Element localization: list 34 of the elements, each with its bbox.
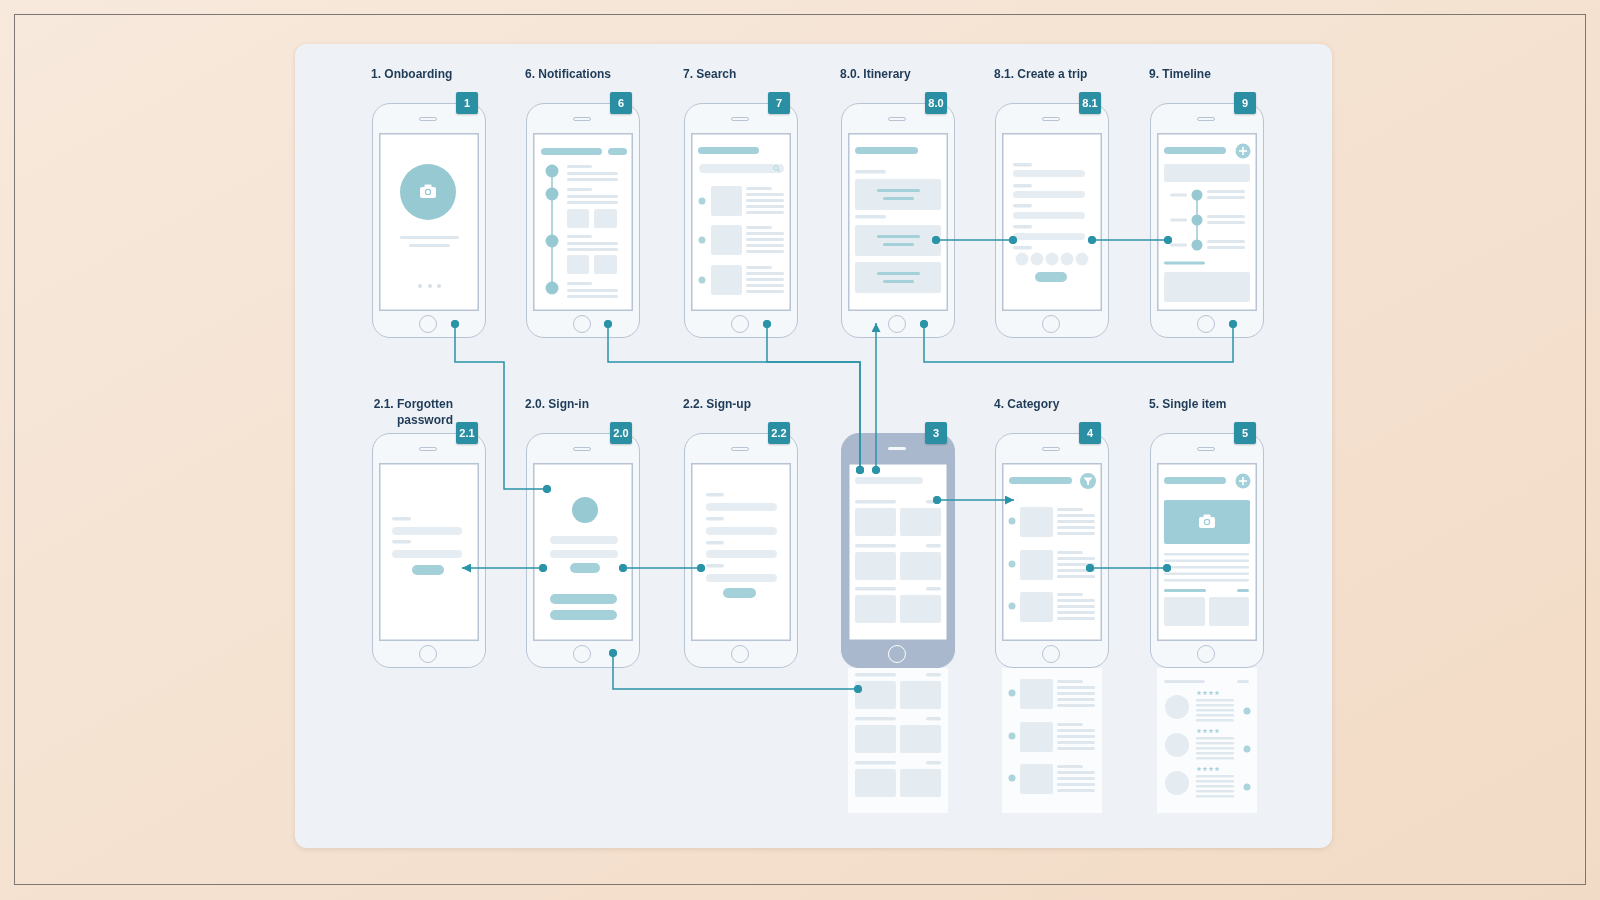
- screen-title: 4. Category: [994, 396, 1060, 412]
- screen-title: 9. Timeline: [1149, 66, 1211, 82]
- screen-title: 5. Single item: [1149, 396, 1227, 412]
- screen-number-badge: 9: [1234, 91, 1256, 114]
- screen-title: 2.0. Sign-in: [525, 396, 589, 412]
- screen-title: 1. Onboarding: [371, 66, 453, 82]
- screen-title: 8.1. Create a trip: [994, 66, 1088, 82]
- screen-title: 7. Search: [683, 66, 737, 82]
- screen-number-badge: 6: [610, 91, 632, 114]
- screen-title: 2.2. Sign-up: [683, 396, 751, 412]
- connector-line: [931, 235, 1018, 245]
- connector-line: [618, 563, 706, 573]
- screen-title: 2.1. Forgotten password: [372, 396, 453, 428]
- connector-line: [1087, 235, 1173, 245]
- connector-line: [608, 648, 863, 694]
- screen-title: 6. Notifications: [525, 66, 611, 82]
- flow-arrow: [871, 322, 881, 475]
- screen-number-badge: 3: [925, 421, 947, 444]
- screen-number-badge: 4: [1079, 421, 1101, 444]
- screen-number-badge: 2.2: [768, 421, 790, 444]
- screen-title: 8.0. Itinerary: [840, 66, 911, 82]
- screen-number-badge: 8.1: [1079, 91, 1101, 114]
- screen-number-badge: 1: [456, 91, 478, 114]
- connector-line: [450, 319, 552, 494]
- flow-arrow: [461, 563, 548, 573]
- connector-line: [762, 319, 865, 475]
- screen-number-badge: 8.0: [925, 91, 947, 114]
- screen-number-badge: 2.0: [610, 421, 632, 444]
- screen-number-badge: 7: [768, 91, 790, 114]
- connector-line: [919, 319, 1238, 363]
- screen-number-badge: 2.1: [456, 421, 478, 444]
- flow-arrow: [932, 495, 1015, 505]
- screen-number-badge: 5: [1234, 421, 1256, 444]
- connector-line: [1085, 563, 1172, 573]
